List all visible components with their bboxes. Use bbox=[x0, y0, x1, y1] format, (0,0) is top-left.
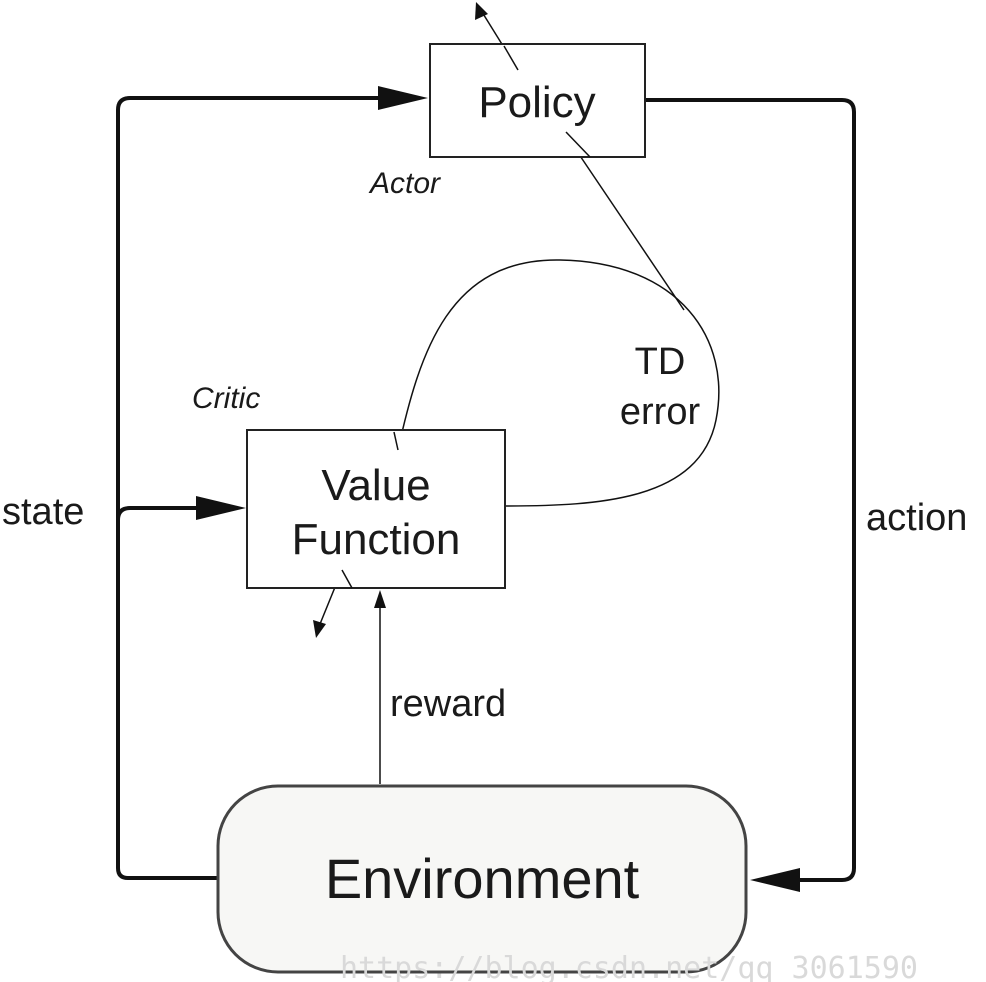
action-loop-line bbox=[645, 98, 856, 882]
value-update-arrow-inner bbox=[341, 569, 353, 589]
td-error-curve bbox=[397, 259, 720, 507]
td-error-label-line1: TD bbox=[635, 341, 686, 383]
state-to-value-line bbox=[116, 506, 196, 521]
policy-update-arrow-inner bbox=[503, 45, 519, 71]
critic-label: Critic bbox=[192, 382, 260, 415]
value-function-label-line2: Function bbox=[292, 515, 461, 564]
environment-label: Environment bbox=[325, 847, 640, 910]
environment-box bbox=[216, 784, 748, 974]
action-to-environment-arrowhead bbox=[750, 868, 800, 892]
policy-box bbox=[429, 43, 646, 158]
action-label: action bbox=[866, 497, 967, 539]
td-error-to-policy-line bbox=[567, 137, 685, 311]
reward-label: reward bbox=[390, 683, 506, 725]
policy-update-arrowhead bbox=[475, 2, 488, 20]
state-to-policy-arrowhead bbox=[378, 86, 428, 110]
value-function-box bbox=[246, 429, 506, 589]
watermark-text: https://blog.csdn.net/qq_3061590 bbox=[340, 951, 918, 982]
state-label: state bbox=[2, 491, 84, 533]
td-error-curve-inner bbox=[393, 431, 399, 451]
value-function-label-line1: Value bbox=[321, 461, 430, 510]
state-to-value-arrowhead bbox=[196, 496, 246, 520]
state-loop-line bbox=[116, 96, 378, 880]
value-update-arrowhead bbox=[313, 620, 326, 638]
reward-arrowhead bbox=[374, 590, 386, 608]
actor-label: Actor bbox=[368, 167, 441, 200]
td-error-label-line2: error bbox=[620, 391, 701, 433]
policy-label: Policy bbox=[478, 78, 595, 127]
td-error-to-policy-inner bbox=[565, 131, 591, 158]
